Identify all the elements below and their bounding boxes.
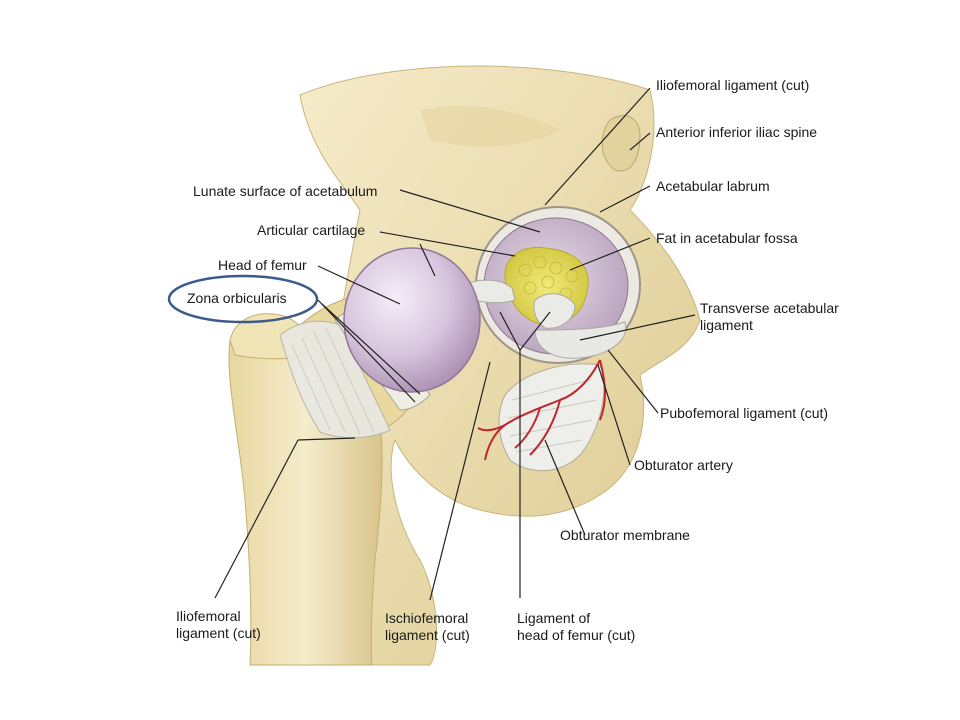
obturator-artery — [477, 359, 606, 461]
label-obturator-artery: Obturator artery — [634, 457, 733, 473]
label-lunate-surface: Lunate surface of acetabulum — [193, 183, 378, 199]
capsule-fibers — [291, 327, 375, 435]
label-acetabular-labrum: Acetabular labrum — [656, 178, 770, 194]
leader-lines — [214, 87, 696, 601]
label-articular-cartilage: Articular cartilage — [257, 222, 366, 238]
label-pubofemoral-ligament-cut: Pubofemoral ligament (cut) — [660, 405, 829, 421]
label-ischiofemoral-line1: Ischiofemoral — [385, 610, 469, 626]
zona-orbicularis-highlight — [167, 274, 319, 324]
label-ligament-head-line2: head of femur (cut) — [517, 627, 636, 643]
iliofemoral-cut-stump — [601, 115, 641, 172]
label-transverse-line1: Transverse acetabular — [700, 300, 839, 316]
label-transverse-line2: ligament — [700, 317, 753, 333]
label-head-of-femur: Head of femur — [218, 257, 307, 273]
label-iliofemoral-bottom-line2: ligament (cut) — [176, 625, 261, 641]
iliac-texture — [420, 106, 560, 147]
label-fat-in-acetabular-fossa: Fat in acetabular fossa — [656, 230, 798, 246]
label-transverse-acetabular-ligament: Transverse acetabular ligament — [700, 300, 839, 334]
label-ligament-of-head-of-femur: Ligament of head of femur (cut) — [517, 610, 635, 644]
label-obturator-membrane: Obturator membrane — [560, 527, 690, 543]
label-zona-orbicularis: Zona orbicularis — [187, 290, 287, 306]
label-anterior-inferior-iliac-spine: Anterior inferior iliac spine — [656, 124, 818, 140]
label-iliofemoral-bottom-line1: Iliofemoral — [176, 608, 241, 624]
label-ligament-head-line1: Ligament of — [517, 610, 591, 626]
label-iliofemoral-ligament-cut-top: Iliofemoral ligament (cut) — [656, 77, 810, 93]
head-of-femur — [343, 247, 481, 393]
label-iliofemoral-ligament-cut-bottom: Iliofemoral ligament (cut) — [176, 608, 261, 642]
label-ischiofemoral-ligament-cut: Ischiofemoral ligament (cut) — [385, 610, 470, 644]
label-ischiofemoral-line2: ligament (cut) — [385, 627, 470, 643]
